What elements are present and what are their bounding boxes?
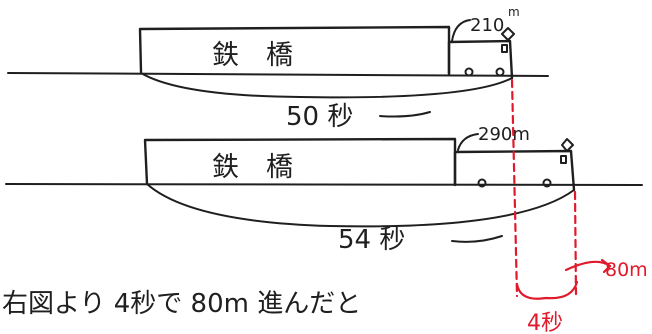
train-2-wheel xyxy=(477,178,487,188)
bridge-label-2: 鉄 橋 xyxy=(212,152,293,183)
train-2-pantograph xyxy=(561,138,574,152)
train-1 xyxy=(447,39,514,80)
train-length-2: 290m xyxy=(478,124,530,145)
time-label-2: 54 秒 xyxy=(338,225,405,255)
bridge-label-1: 鉄 橋 xyxy=(212,40,293,71)
dashed-guide-left xyxy=(510,78,519,298)
unit-1: m xyxy=(508,5,520,19)
train-1-wheel xyxy=(495,67,505,77)
span-brace-1 xyxy=(140,72,513,99)
difference-annotation: 80m 4秒 xyxy=(510,78,648,334)
distance-label: 80m xyxy=(605,259,648,281)
diagram-2: 鉄 橋 290m 54 秒 xyxy=(5,124,643,255)
bridge-2 xyxy=(143,137,457,186)
time-label-1: 50 秒 xyxy=(286,102,353,132)
bridge-1 xyxy=(138,25,451,75)
distance-arc xyxy=(564,260,612,272)
train-length-1: 210 xyxy=(470,15,504,36)
difference-brace xyxy=(515,280,579,300)
length-label-pointer-1 xyxy=(451,19,471,42)
length-label-pointer-2 xyxy=(457,133,479,151)
distance-arrow-head xyxy=(600,258,612,274)
dashed-guide-right xyxy=(573,190,578,296)
time-pointer-2 xyxy=(451,235,503,243)
track-line-1 xyxy=(7,72,549,77)
track-line-2 xyxy=(5,183,643,186)
train-2 xyxy=(453,149,576,192)
train-2-wheel xyxy=(542,178,552,188)
train-2-window xyxy=(560,155,567,164)
time-difference-label: 4秒 xyxy=(527,311,563,334)
train-1-pantograph xyxy=(501,27,515,41)
diagram-1: 鉄 橋 210 m 50 秒 xyxy=(7,5,549,132)
time-pointer-1 xyxy=(379,111,431,118)
train-1-window xyxy=(501,44,508,53)
train-1-wheel xyxy=(464,67,474,77)
caption-text: 右図より 4秒で 80m 進んだと xyxy=(2,289,361,319)
span-brace-2 xyxy=(146,183,575,228)
